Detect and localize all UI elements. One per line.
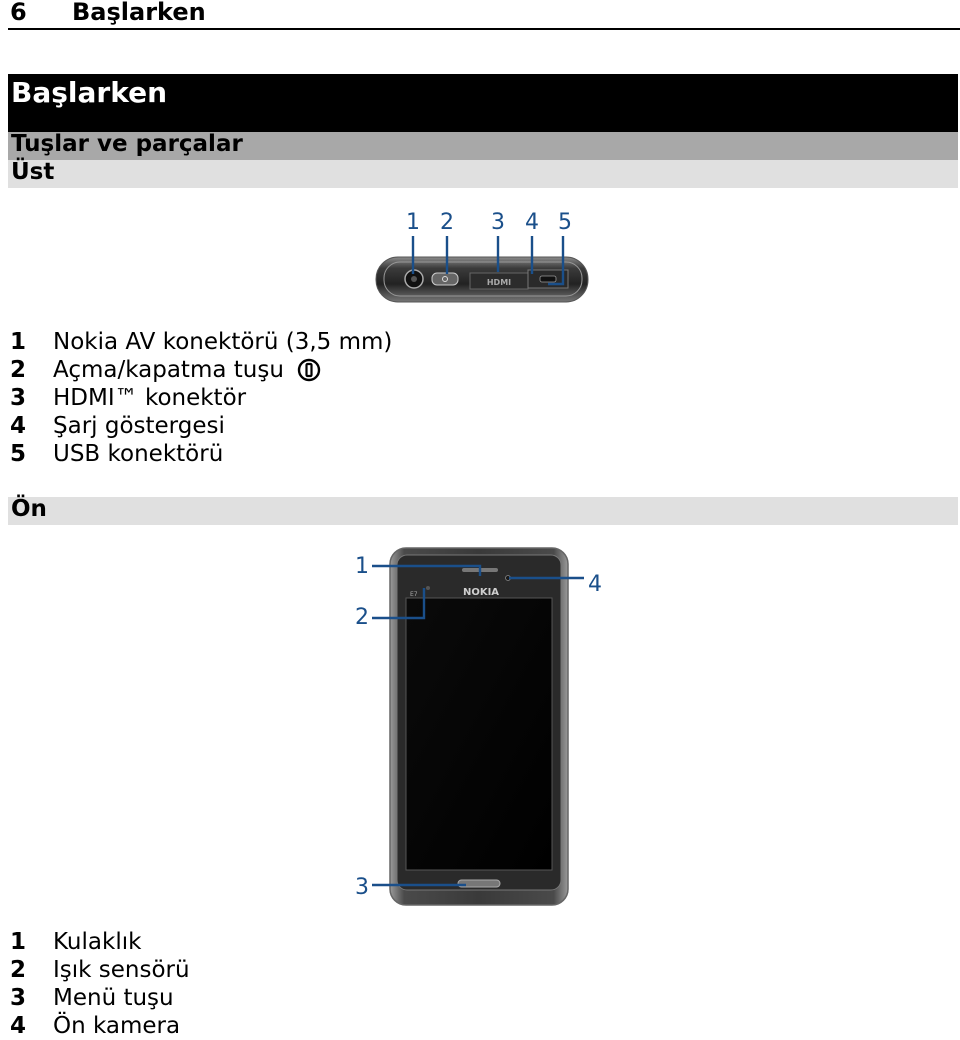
item-text: Işık sensörü (53, 957, 190, 983)
item-text: HDMI™ konektör (53, 385, 247, 411)
subsection-bar-front: Ön (8, 496, 958, 525)
callout-top-4: 4 (525, 210, 539, 235)
item-number: 4 (10, 413, 27, 439)
device-front-view-figure: NOKIA E7 1 2 3 4 (355, 547, 602, 906)
section-title: Tuşlar ve parçalar (11, 131, 243, 157)
av-connector-hole (411, 276, 417, 282)
menu-key (457, 879, 501, 888)
page-header: 6 Başlarken (8, 0, 960, 30)
callout-front-3: 3 (355, 875, 369, 900)
callout-line-front-2 (372, 588, 426, 620)
section-bar: Tuşlar ve parçalar (8, 131, 958, 160)
running-title: Başlarken (72, 0, 206, 26)
usb-connector-icon (539, 275, 557, 283)
model-label: E7 (410, 591, 418, 598)
callout-top-3: 3 (491, 210, 505, 235)
item-number: 2 (10, 357, 27, 383)
callout-front-1: 1 (355, 554, 369, 579)
item-number: 2 (10, 957, 27, 983)
chapter-bar: Başlarken (8, 74, 958, 132)
item-text: Menü tuşu (53, 985, 174, 1011)
item-number: 5 (10, 441, 27, 467)
item-number: 1 (10, 329, 27, 355)
hdmi-port-label: HDMI (487, 278, 511, 287)
item-text-label: Açma/kapatma tuşu (53, 357, 284, 383)
item-number: 3 (10, 385, 27, 411)
item-text: Ön kamera (53, 1013, 181, 1039)
subsection-title-front: Ön (11, 496, 47, 522)
item-text: Nokia AV konektörü (3,5 mm) (53, 329, 393, 355)
item-number: 3 (10, 985, 27, 1011)
callout-front-4: 4 (588, 572, 602, 597)
callout-line-front-1 (372, 564, 482, 576)
callout-top-5: 5 (558, 210, 572, 235)
item-text: Şarj göstergesi (53, 413, 225, 439)
subsection-bar-top: Üst (8, 159, 958, 188)
device-top-view-figure: HDMI 1 2 3 4 5 (375, 210, 589, 303)
power-key (431, 272, 459, 286)
subsection-title-top: Üst (11, 159, 55, 185)
light-sensor (426, 586, 430, 590)
item-text: USB konektörü (53, 441, 224, 467)
item-number: 1 (10, 929, 27, 955)
callout-top-2: 2 (440, 210, 454, 235)
device-screen (405, 597, 553, 871)
device-top-bevel (383, 261, 583, 297)
power-key-icon (298, 358, 321, 382)
item-text: Kulaklık (53, 929, 142, 955)
item-text: Açma/kapatma tuşu (53, 356, 321, 384)
callout-front-2: 2 (355, 605, 369, 630)
chapter-title: Başlarken (11, 76, 167, 109)
callout-line-top-5 (548, 236, 565, 286)
callout-top-1: 1 (406, 210, 420, 235)
power-key-symbol (442, 276, 448, 282)
page-number: 6 (10, 0, 27, 26)
brand-logo: NOKIA (463, 587, 499, 598)
item-number: 4 (10, 1013, 27, 1039)
